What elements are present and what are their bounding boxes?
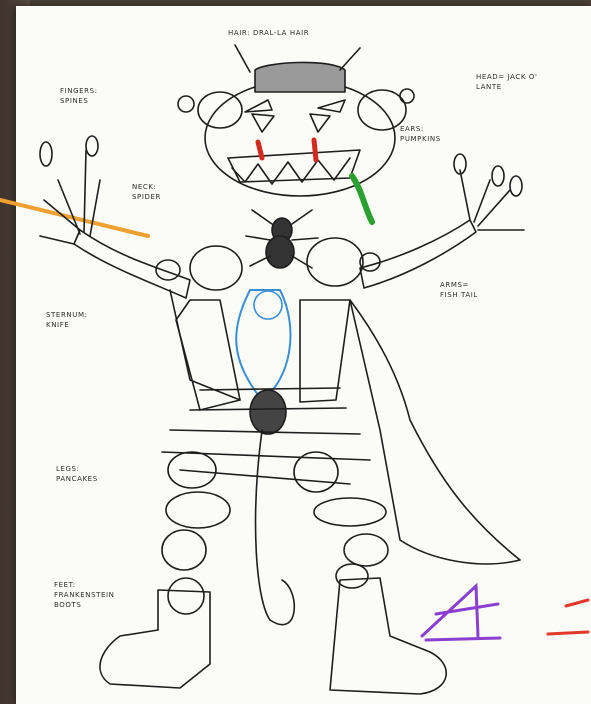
label-arms: ARMS= FISH TAIL: [440, 280, 478, 300]
right-ear-pumpkin: [358, 90, 406, 130]
label-feet: FEET: FRANKENSTEIN BOOTS: [54, 580, 115, 610]
label-ears: EARS: PUMPKINS: [400, 124, 441, 144]
purple-signature-mark: [422, 586, 500, 640]
label-hair: HAIR: DRAL-LA HAIR: [228, 28, 309, 38]
belly-button: [250, 390, 286, 434]
label-head: HEAD= JACK O' LANTE: [476, 72, 538, 92]
pumpkin-head: [205, 45, 395, 196]
right-arm: [360, 220, 476, 288]
right-boot: [330, 578, 446, 694]
green-tongue: [352, 176, 372, 222]
torso: [176, 300, 240, 410]
red-edge-mark: [548, 600, 588, 634]
label-sternum: STERNUM: KNIFE: [46, 310, 88, 330]
left-boot: [100, 590, 210, 688]
left-ear-pumpkin: [198, 92, 242, 128]
left-arm: [74, 230, 190, 298]
right-shoulder-pumpkin: [307, 238, 363, 286]
label-legs: LEGS: PANCAKES: [56, 464, 98, 484]
pancake: [168, 452, 216, 488]
label-fingers: FINGERS: SPINES: [60, 86, 98, 106]
label-neck: NECK: SPIDER: [132, 182, 161, 202]
cape: [350, 300, 520, 564]
left-shoulder-pumpkin: [190, 246, 242, 290]
